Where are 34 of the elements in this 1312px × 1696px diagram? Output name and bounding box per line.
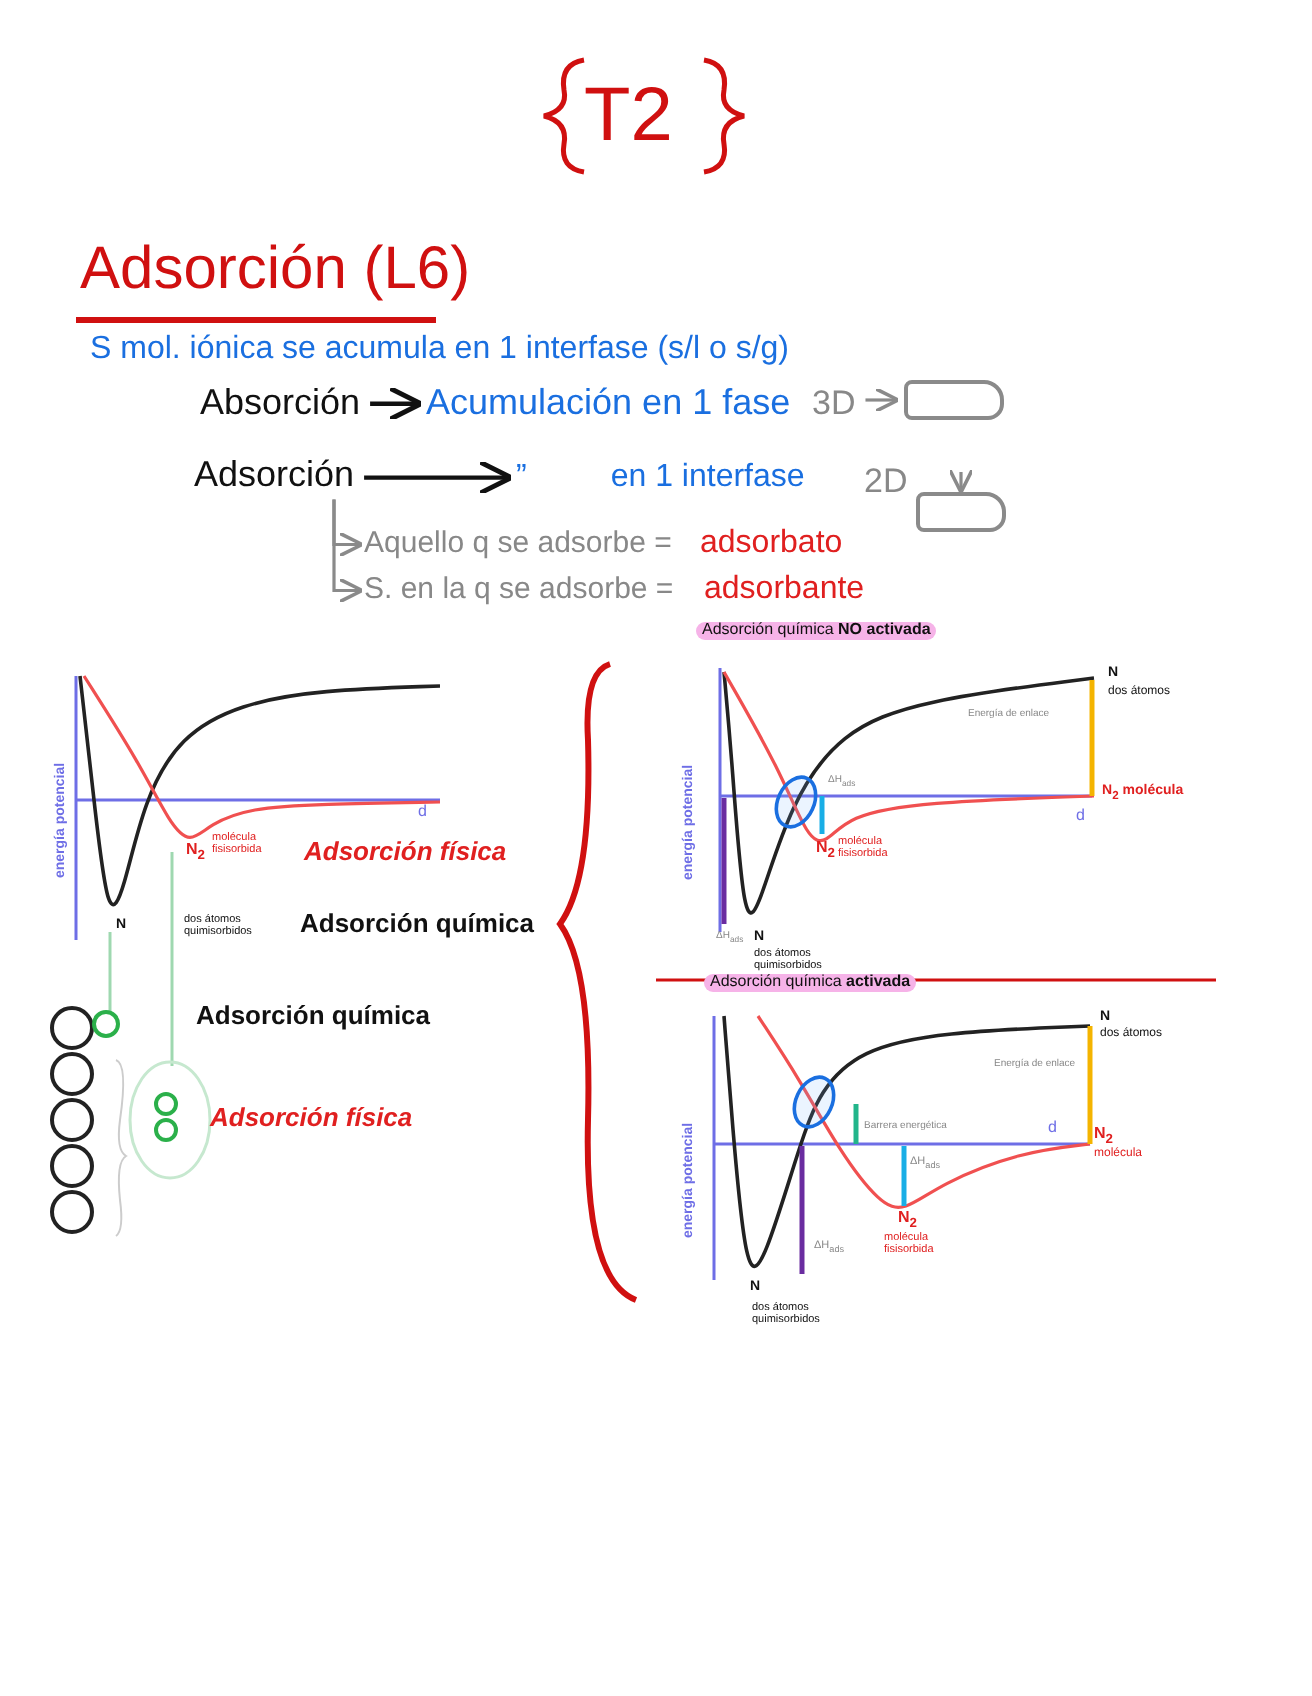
ditto-mark: ” bbox=[516, 460, 527, 496]
plot-text: Adsorción física bbox=[304, 838, 507, 867]
plot-text: Adsorción química bbox=[300, 910, 535, 939]
curve-label: N$_{2}$ bbox=[816, 840, 835, 862]
arrow bbox=[332, 499, 365, 604]
handwritten-text: 3D bbox=[812, 386, 856, 424]
arrow bbox=[364, 459, 514, 496]
handwritten-text: Aquello q se adsorbe = bbox=[364, 528, 672, 561]
handwritten-text: S. en la q se adsorbe = bbox=[364, 574, 674, 607]
curve-label: N$_{2}$ bbox=[1094, 1126, 1113, 1148]
plot-text: Adsorción física bbox=[210, 1104, 413, 1133]
axis-label: d bbox=[1076, 808, 1085, 826]
outline-box bbox=[916, 492, 1006, 532]
handwritten-text: Adsorción bbox=[194, 456, 355, 496]
handwritten-text: S mol. iónica se acumula en 1 interfase (s/l o s/g) bbox=[90, 332, 789, 368]
axis-label: d bbox=[1048, 1120, 1057, 1138]
axis-label: d bbox=[418, 804, 427, 822]
curve-label: N$_{2}$ bbox=[186, 842, 205, 864]
arrow bbox=[948, 468, 974, 495]
outline-box bbox=[904, 380, 1004, 420]
panel-heading: Adsorción química activada bbox=[704, 974, 917, 992]
curve-label: N$_{2}$ bbox=[898, 1210, 917, 1232]
handwritten-text: adsorbante bbox=[704, 572, 865, 608]
arrow bbox=[865, 387, 901, 413]
arrow bbox=[370, 385, 424, 422]
handwritten-text: Absorción bbox=[200, 384, 361, 424]
panel-heading: Adsorción química NO activada bbox=[696, 622, 937, 640]
handwritten-text: en 1 interfase bbox=[610, 460, 805, 496]
handwritten-text: Acumulación en 1 fase bbox=[426, 384, 791, 424]
section-heading: Adsorción (L6) bbox=[80, 236, 471, 302]
page-title: T2 bbox=[584, 76, 673, 160]
handwritten-text: adsorbato bbox=[700, 526, 843, 562]
plot-text: Adsorción química bbox=[196, 1002, 431, 1031]
handwritten-text: 2D bbox=[864, 464, 908, 502]
